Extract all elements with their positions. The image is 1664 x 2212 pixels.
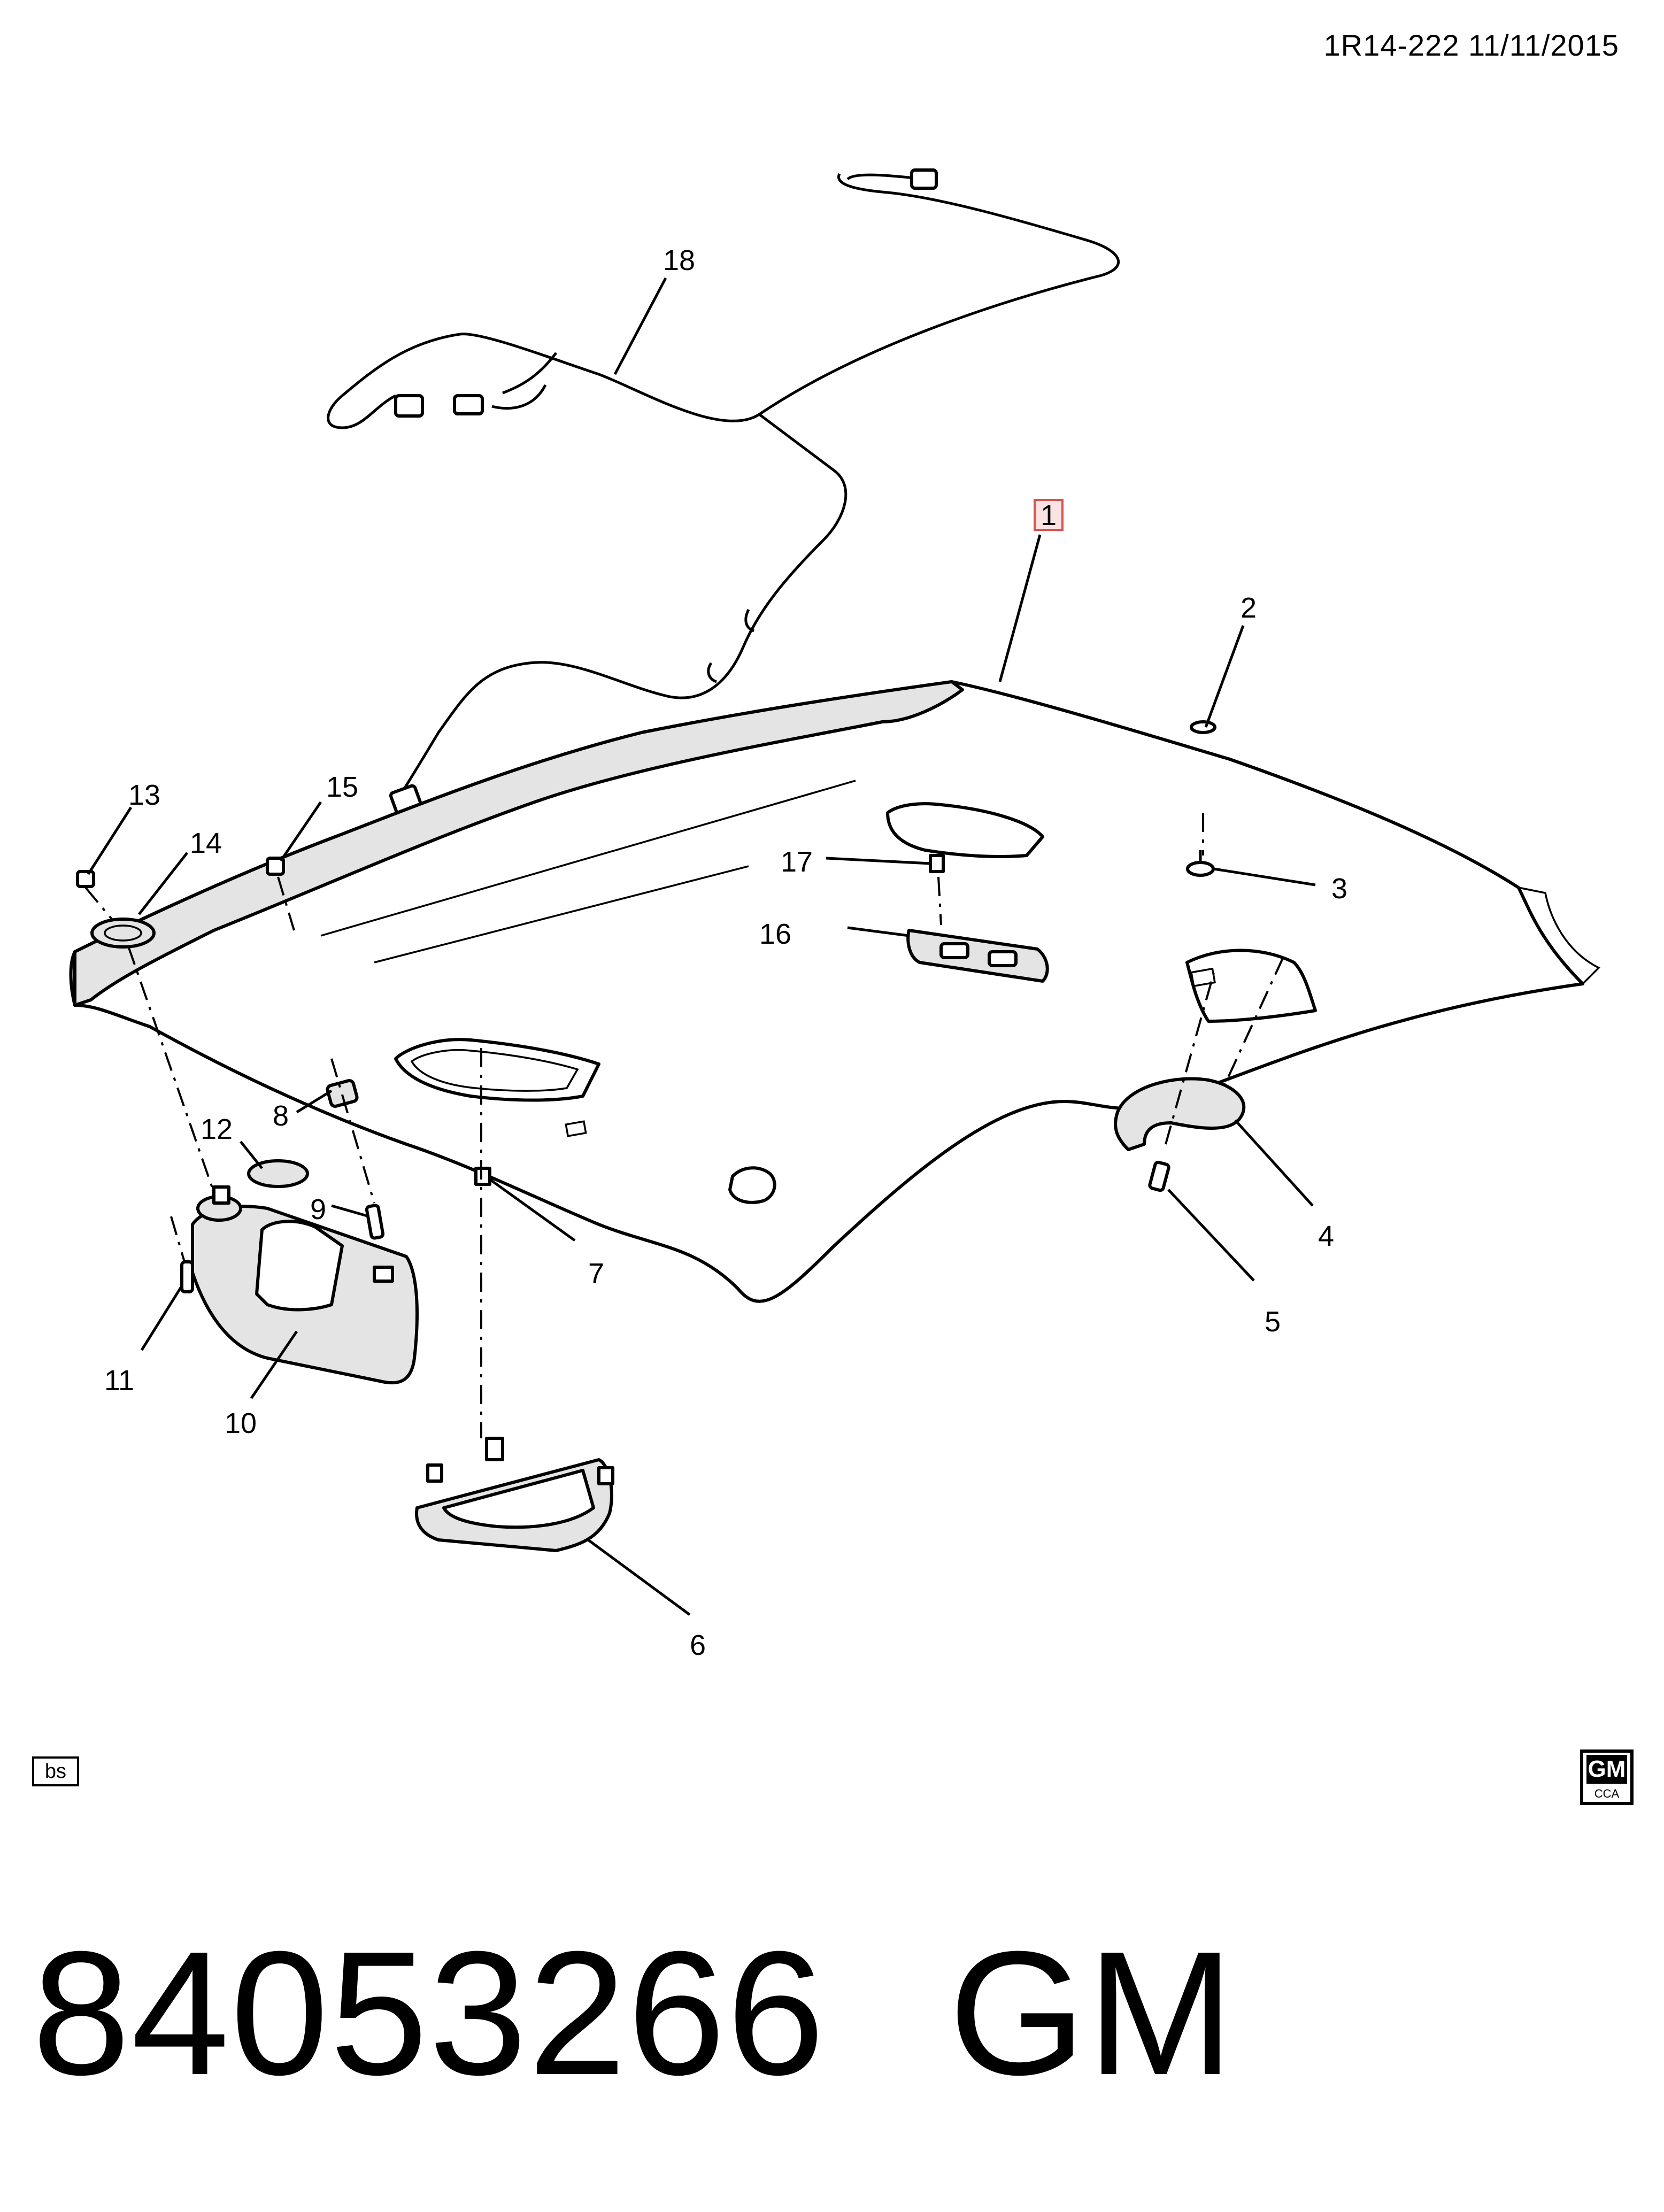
- dome-lamp-part-6: [415, 1437, 614, 1552]
- alignment-lines: [84, 813, 1284, 1438]
- washer-part-12: [247, 1159, 309, 1188]
- callout-10: 10: [225, 1407, 257, 1439]
- callout-15: 15: [326, 771, 358, 803]
- clip-part-15: [266, 857, 285, 876]
- clip-part-17: [929, 854, 945, 873]
- callout-7: 7: [588, 1258, 604, 1290]
- highlight-box: [1034, 499, 1064, 531]
- callout-18: 18: [663, 244, 695, 276]
- cca-logo-text: CCA: [1594, 1787, 1620, 1800]
- screw-part-9: [365, 1204, 385, 1240]
- callout-12: 12: [201, 1113, 233, 1145]
- clip-part-8: [326, 1079, 359, 1108]
- callout-3: 3: [1331, 873, 1347, 905]
- screw-part-11: [180, 1260, 194, 1293]
- brand-name: GM: [949, 1914, 1235, 2111]
- callout-9: 9: [310, 1193, 326, 1226]
- gm-cca-logo: GM CCA: [1580, 1749, 1634, 1805]
- leader-lines: [87, 277, 1316, 1616]
- headliner-panel: [69, 680, 1600, 1303]
- bolt-part-5: [1148, 1160, 1170, 1192]
- retainer-part-3: [1186, 850, 1215, 877]
- callout-2: 2: [1241, 592, 1257, 624]
- callout-6: 6: [690, 1629, 706, 1661]
- gm-logo-text: GM: [1586, 1755, 1627, 1784]
- sunshade-hinge: [196, 1185, 242, 1222]
- callout-5: 5: [1265, 1306, 1281, 1338]
- callout-13: 13: [128, 779, 160, 811]
- grommet-part-14: [90, 918, 156, 949]
- bs-label-box: bs: [32, 1756, 79, 1786]
- clip-part-13: [76, 870, 95, 888]
- callout-1: 1: [1041, 499, 1057, 531]
- callout-8: 8: [273, 1100, 289, 1132]
- clip-part-2: [1190, 720, 1216, 734]
- wiring-harness: [327, 168, 1120, 816]
- callout-17: 17: [781, 846, 813, 878]
- clip-part-7: [474, 1167, 491, 1186]
- assist-handle-part-4: [1114, 1077, 1246, 1151]
- diagram-reference: 1R14-222 11/11/2015: [1323, 28, 1619, 62]
- reading-lamp-part-16: [906, 929, 1049, 983]
- callout-4: 4: [1318, 1220, 1334, 1252]
- callout-labels: 1 2 3 4 5 6 7 8 9 10 11 12 13 14 15 16 1…: [104, 244, 1347, 1661]
- part-number: 84053266: [32, 1914, 826, 2111]
- sunshade-part-10: [191, 1205, 419, 1385]
- callout-11: 11: [104, 1365, 134, 1397]
- callout-14: 14: [190, 827, 222, 859]
- callout-16: 16: [759, 918, 791, 950]
